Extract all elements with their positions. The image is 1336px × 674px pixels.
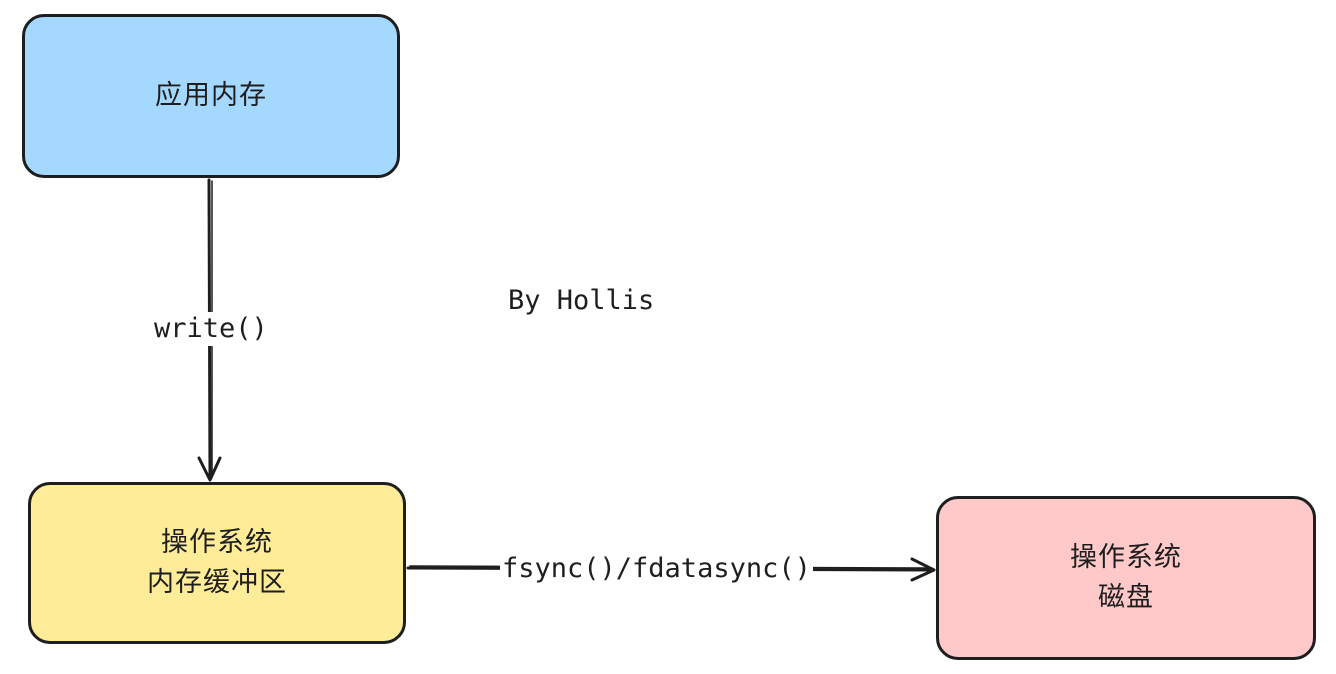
- os-buffer-box: 操作系统 内存缓冲区: [28, 482, 406, 644]
- os-disk-label-line1: 操作系统: [1070, 542, 1182, 573]
- os-disk-box: 操作系统 磁盘: [936, 496, 1316, 660]
- write-arrow-head: [197, 456, 222, 482]
- write-edge-label: write(): [152, 312, 270, 346]
- author-credit: By Hollis: [508, 285, 655, 316]
- fsync-edge-label: fsync()/fdatasync(): [500, 552, 813, 586]
- fsync-arrow-head: [910, 557, 936, 582]
- app-memory-label: 应用内存: [155, 80, 267, 111]
- app-memory-box: 应用内存: [22, 14, 400, 178]
- os-buffer-label-line2: 内存缓冲区: [147, 567, 287, 598]
- os-disk-label-line2: 磁盘: [1098, 582, 1154, 613]
- os-buffer-label-line1: 操作系统: [161, 527, 273, 558]
